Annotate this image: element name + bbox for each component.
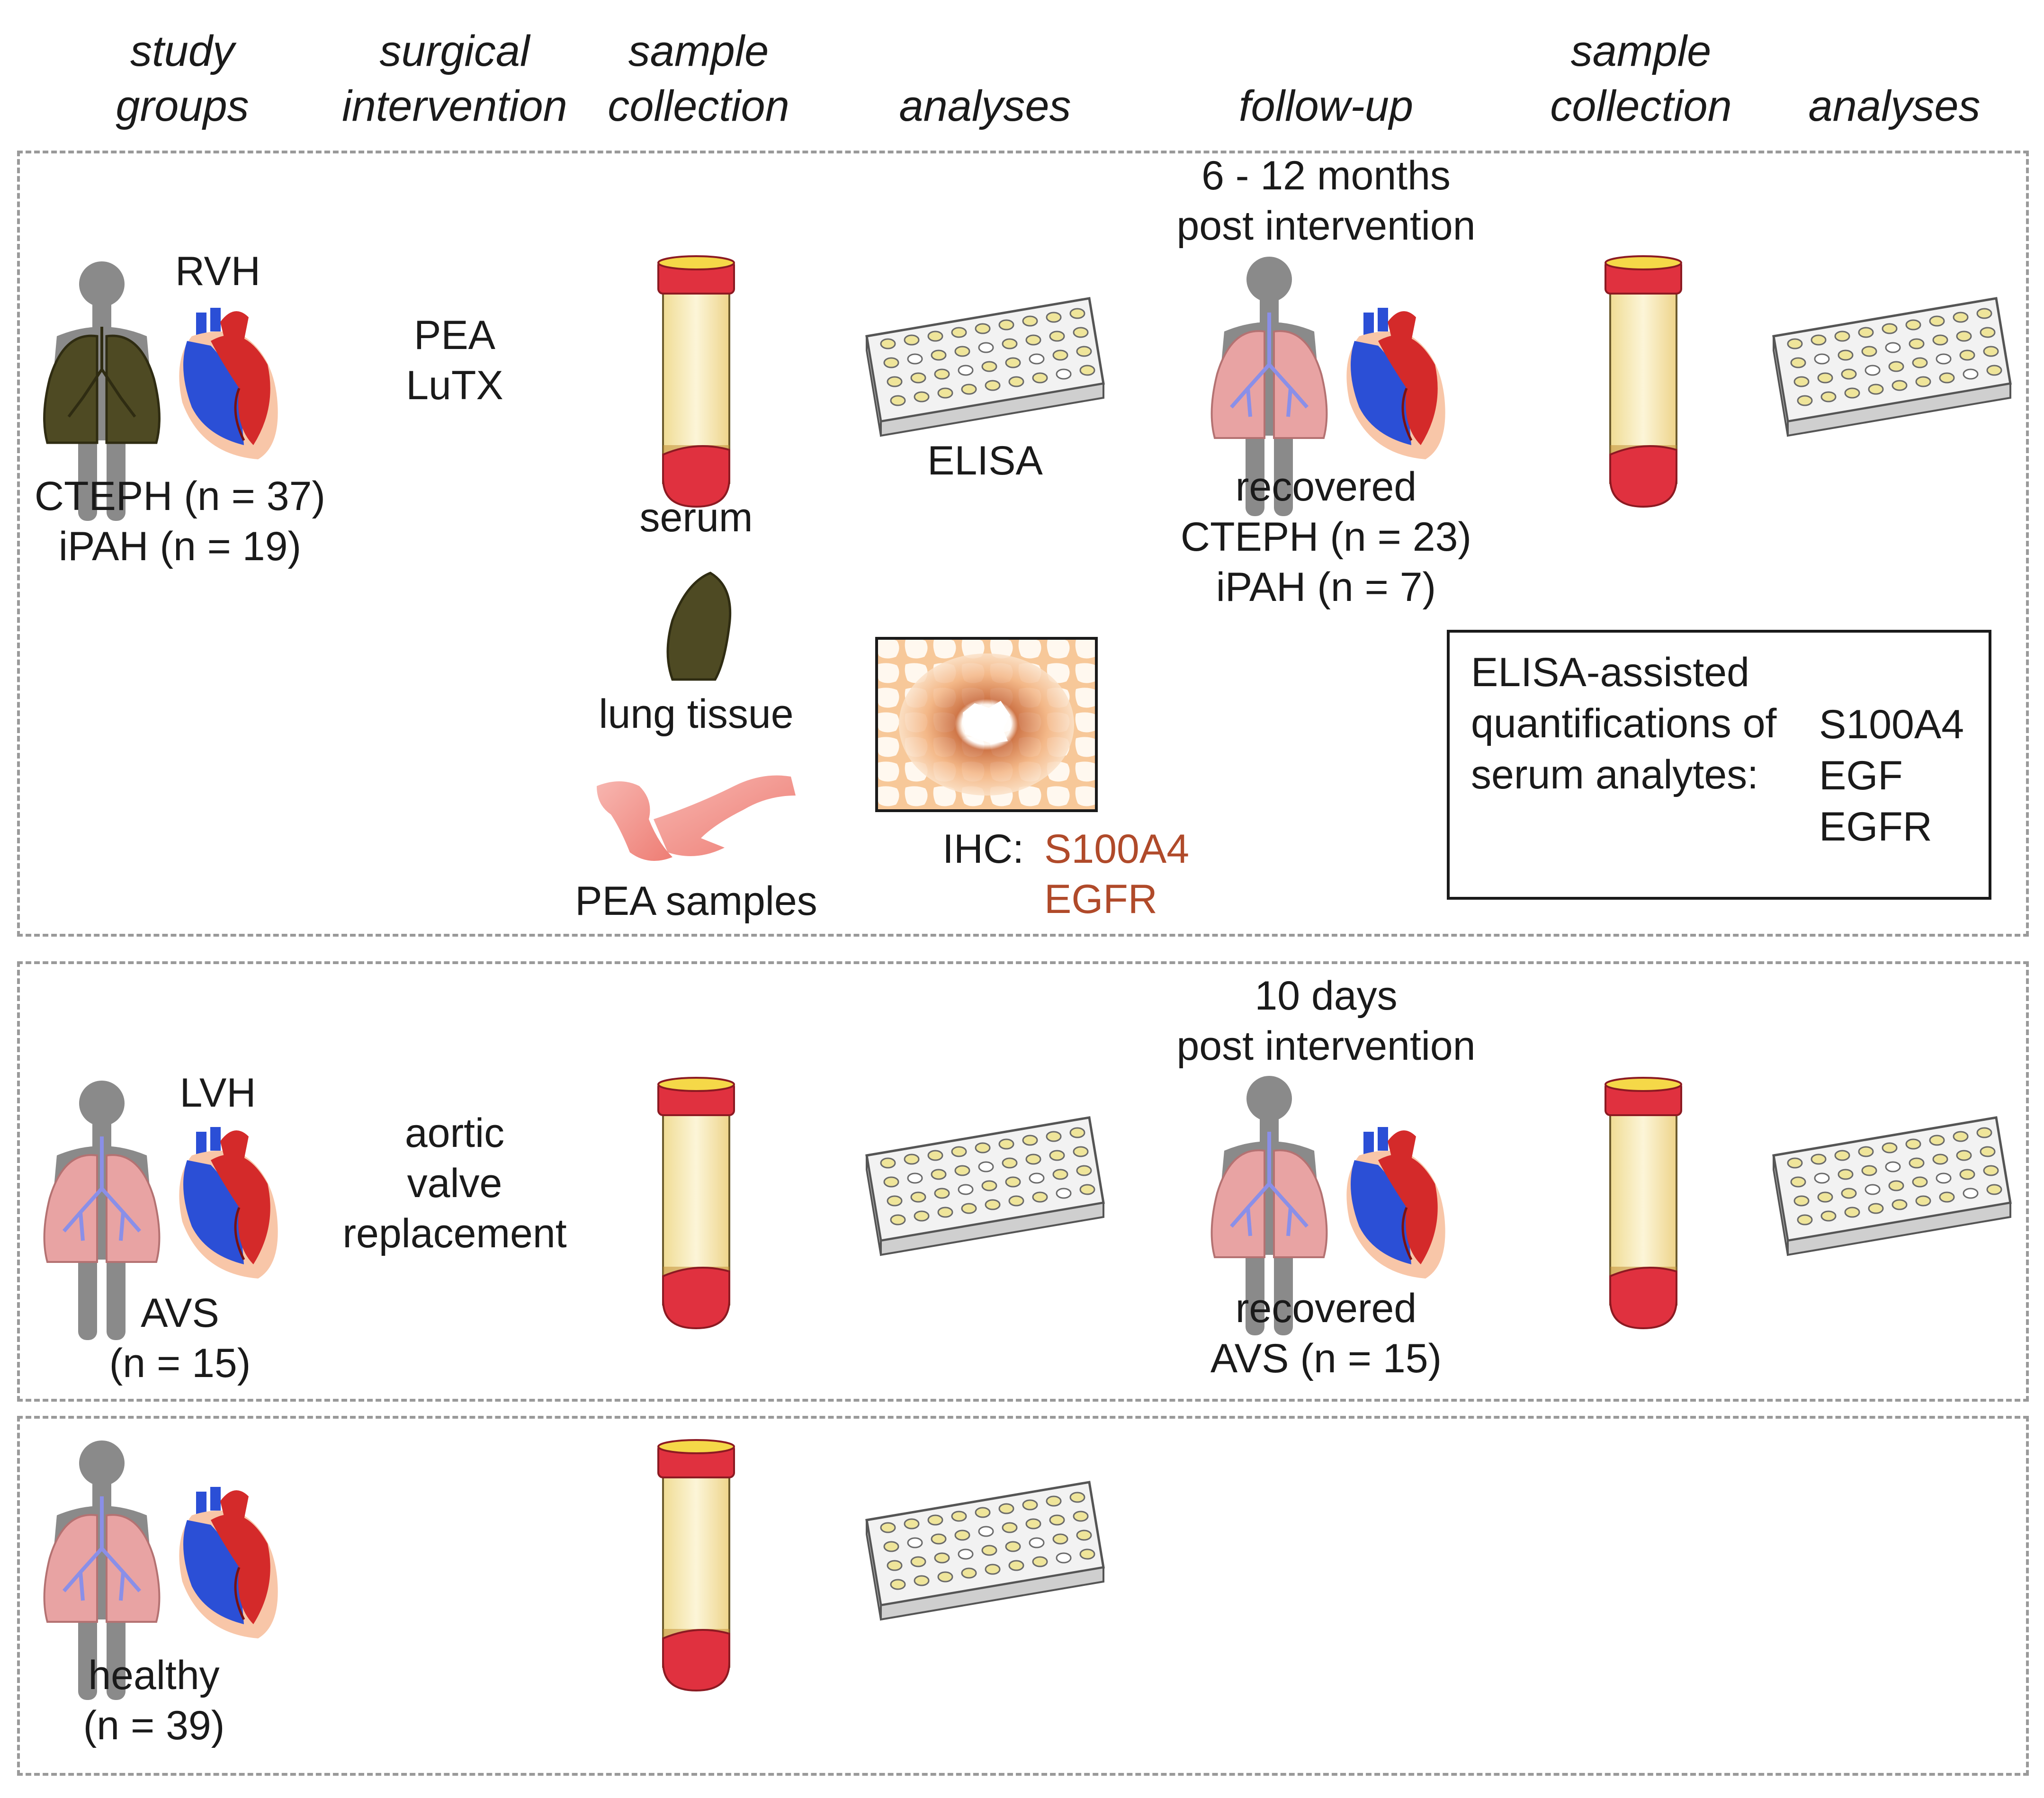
heart-control-icon [173, 1482, 287, 1643]
heart-rvh-icon [173, 303, 287, 464]
elisa-plate-icon-lvh [867, 1118, 1108, 1260]
elisa-plate-icon-lvh-2 [1774, 1118, 2015, 1260]
pea-samples-icon [597, 775, 796, 861]
header-follow-up: follow-up [1238, 82, 1414, 130]
groups-rvh: CTEPH (n = 37)iPAH (n = 19) [34, 474, 326, 569]
lung-tissue-label: lung tissue [599, 691, 794, 737]
heart-lvh-icon [173, 1122, 287, 1283]
serum-label: serum [639, 495, 753, 540]
heart-lvh-recovered-icon [1340, 1122, 1454, 1283]
header-analyses-2: analyses [1808, 82, 1981, 130]
condition-lvh: LVH [179, 1070, 256, 1116]
lung-tissue-icon [666, 572, 732, 681]
serum-tube-icon-lvh [657, 1077, 735, 1329]
condition-rvh: RVH [175, 249, 261, 294]
groups-lvh: AVS(n = 15) [109, 1290, 251, 1386]
panel-lvh [17, 961, 2029, 1402]
groups-healthy: healthy(n = 39) [83, 1653, 225, 1748]
ihc-label: IHC: [942, 826, 1024, 872]
elisa-label: ELISA [927, 438, 1043, 483]
serum-tube-icon-lvh-2 [1605, 1077, 1682, 1329]
header-analyses: analyses [899, 82, 1071, 130]
elisa-plate-icon [867, 298, 1108, 440]
serum-tube-icon [657, 255, 735, 508]
panel-rvh [17, 151, 2029, 937]
serum-tube-icon-control [657, 1439, 735, 1691]
elisa-plate-icon-control [867, 1482, 1108, 1624]
pea-samples-label: PEA samples [575, 878, 817, 924]
panel-healthy [17, 1416, 2029, 1776]
ihc-image [875, 637, 1098, 812]
serum-tube-icon-2 [1605, 255, 1682, 508]
elisa-plate-icon-2 [1774, 298, 2015, 440]
heart-recovered-icon [1340, 303, 1454, 464]
